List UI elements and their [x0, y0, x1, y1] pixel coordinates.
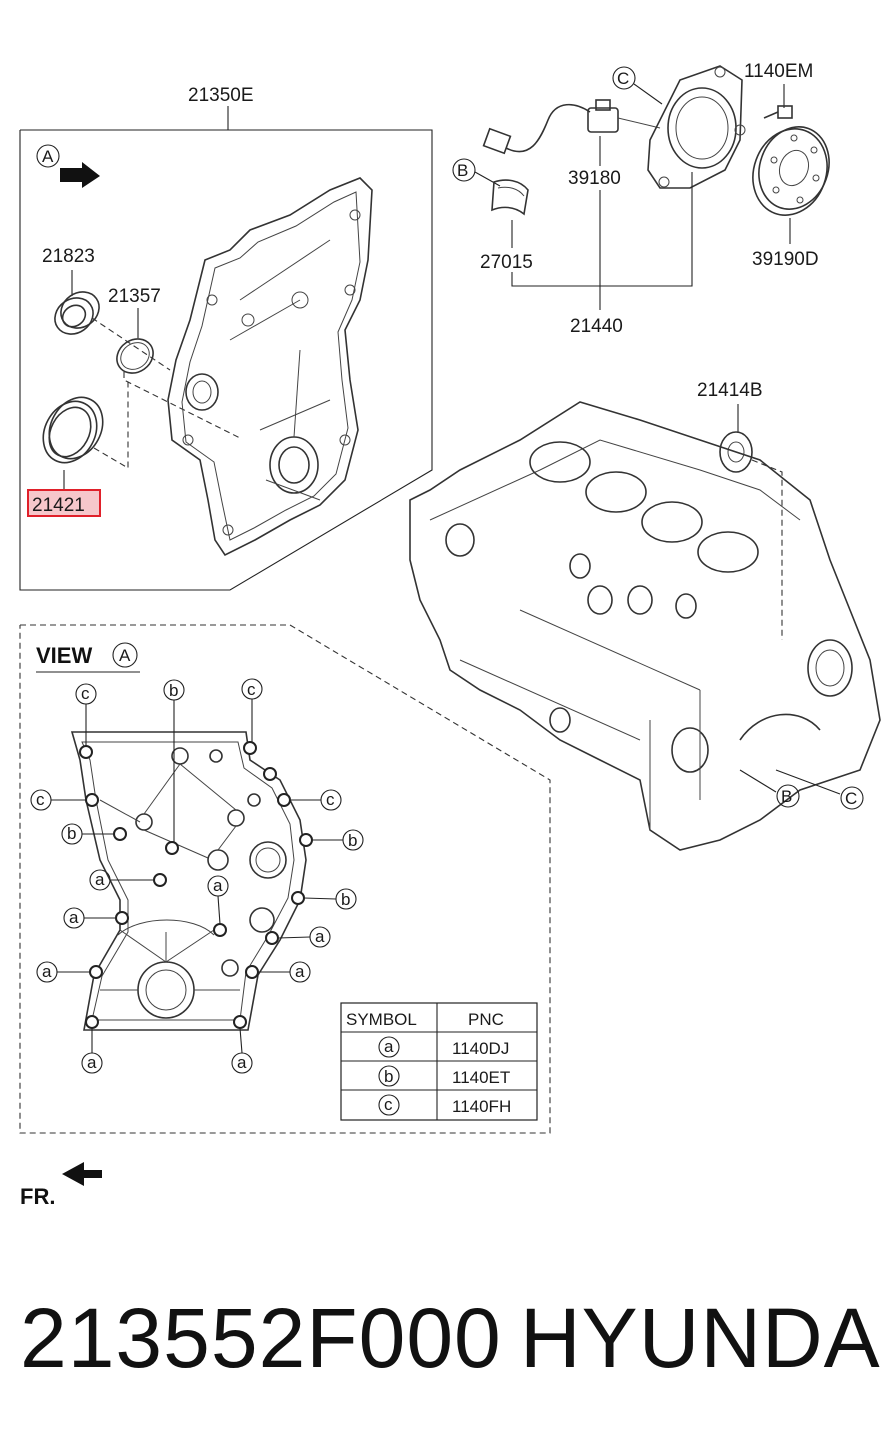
sym-c-4[interactable]: c: [326, 790, 335, 809]
view-a-marker-letter: A: [42, 147, 54, 166]
table-row-pnc-a[interactable]: 1140DJ: [452, 1039, 509, 1058]
symbol-table: SYMBOL PNC a 1140DJ b 1140ET c 1140FH: [340, 1002, 538, 1121]
label-1140EM[interactable]: 1140EM: [744, 61, 813, 82]
part-number: 213552F000: [20, 1291, 502, 1385]
sym-a-6[interactable]: a: [295, 962, 305, 981]
timing-cover: [167, 177, 373, 557]
callout-b-top[interactable]: B: [457, 161, 468, 180]
label-39180[interactable]: 39180: [568, 168, 621, 189]
sym-c-3[interactable]: c: [36, 790, 45, 809]
brand-name: HYUNDAI: [520, 1291, 886, 1385]
sym-a-8[interactable]: a: [237, 1053, 247, 1072]
sym-a-4[interactable]: a: [315, 927, 325, 946]
table-header-pnc: PNC: [468, 1010, 504, 1029]
label-21823[interactable]: 21823: [42, 246, 95, 267]
table-row-pnc-b[interactable]: 1140ET: [452, 1068, 510, 1087]
label-21440[interactable]: 21440: [570, 316, 623, 337]
sym-b-1[interactable]: b: [169, 681, 178, 700]
callout-c-top[interactable]: C: [617, 69, 629, 88]
label-21357[interactable]: 21357: [108, 286, 161, 307]
bracket-27015: [491, 179, 529, 216]
sym-c-2[interactable]: c: [247, 680, 256, 699]
sym-a-1[interactable]: a: [95, 870, 105, 889]
label-39190D[interactable]: 39190D: [752, 249, 819, 270]
view-title: VIEW: [36, 643, 92, 668]
callout-b-block[interactable]: B: [781, 787, 792, 806]
sym-b-4[interactable]: b: [341, 890, 350, 909]
footer: 213552F000 HYUNDAI: [20, 1290, 886, 1400]
highlight-box: [27, 489, 101, 517]
view-callouts: c b c c c b b a a b a a a: [30, 678, 364, 1074]
view-a-marker: [36, 144, 60, 168]
sym-a-2[interactable]: a: [213, 876, 223, 895]
sym-c-1[interactable]: c: [81, 684, 90, 703]
sym-a-7[interactable]: a: [87, 1053, 97, 1072]
table-row-symbol-b: b: [384, 1067, 393, 1086]
tone-wheel-39190D: [752, 126, 830, 216]
arrow-icon: [60, 162, 100, 188]
label-21414B[interactable]: 21414B: [697, 380, 763, 401]
engine-block: 21414B B C: [409, 380, 881, 851]
cover-kit-panel: 21350E A 21823 21357: [19, 85, 433, 591]
label-27015[interactable]: 27015: [480, 252, 533, 273]
label-21350E[interactable]: 21350E: [188, 85, 254, 106]
table-header-symbol: SYMBOL: [346, 1010, 417, 1029]
plug-21414B: [719, 431, 753, 473]
sensor-39180: [482, 99, 661, 155]
callout-c-block[interactable]: C: [845, 789, 857, 808]
front-arrow-icon: [62, 1162, 102, 1186]
label-21421[interactable]: 21421: [32, 495, 85, 516]
view-a-panel: VIEW A: [19, 624, 551, 1134]
rear-assembly: C B 39180 27015: [452, 61, 830, 337]
front-label: FR.: [20, 1184, 55, 1209]
gasket-21357: [116, 338, 154, 374]
seal-21823: [54, 291, 100, 335]
rear-seal-housing: [647, 65, 746, 189]
table-row-symbol-c: c: [384, 1095, 393, 1114]
sym-b-2[interactable]: b: [67, 824, 76, 843]
table-row-pnc-c[interactable]: 1140FH: [452, 1097, 511, 1116]
sym-a-5[interactable]: a: [42, 962, 52, 981]
table-row-symbol-a: a: [384, 1037, 394, 1056]
bolt-1140EM: [763, 105, 793, 119]
sym-a-3[interactable]: a: [69, 908, 79, 927]
view-title-letter: A: [119, 646, 131, 665]
front-seal-21421: [42, 396, 104, 464]
sym-b-3[interactable]: b: [348, 831, 357, 850]
view-bolts: [79, 741, 313, 1029]
